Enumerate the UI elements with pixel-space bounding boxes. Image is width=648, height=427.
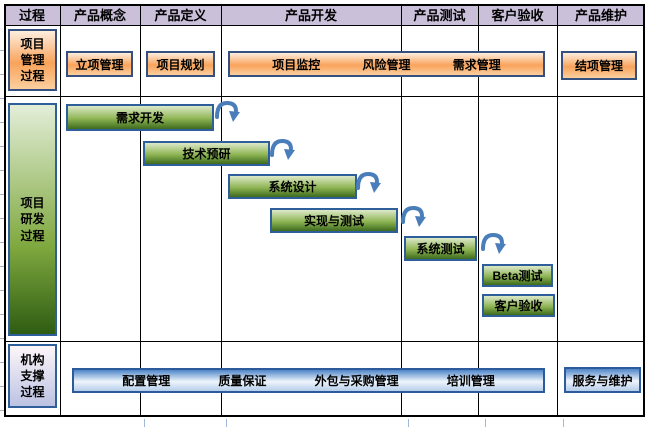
flow-arrow-icon [215, 100, 240, 122]
lane-label-support: 机构支撑过程 [8, 344, 57, 408]
stage-box-tech-preresearch: 技术预研 [143, 141, 270, 166]
gridline-stub-bottom [408, 419, 409, 427]
box-initiation-mgmt: 立项管理 [66, 51, 133, 77]
column-header-testing: 产品测试 [413, 8, 466, 23]
column-header-development: 产品开发 [284, 8, 337, 23]
grid-line [140, 4, 141, 417]
table-outer-border [4, 4, 645, 417]
column-header-acceptance: 客户验收 [491, 8, 544, 23]
box-service-maintenance: 服务与维护 [564, 367, 641, 393]
bar-support-processes: 配置管理 质量保证 外包与采购管理 培训管理 [72, 368, 545, 393]
lane-label-development: 项目研发过程 [8, 103, 57, 336]
grid-line [4, 341, 645, 342]
flow-arrow-icon [401, 205, 426, 227]
grid-line [221, 4, 222, 417]
grid-line [478, 4, 479, 417]
flow-arrow-icon [356, 171, 381, 193]
box-closure-mgmt: 结项管理 [561, 51, 637, 80]
grid-line [60, 4, 61, 417]
stage-box-implementation-testing: 实现与测试 [270, 208, 398, 233]
gridline-stubs-left [0, 27, 4, 415]
bar-label-training: 培训管理 [446, 374, 495, 388]
grid-line [557, 4, 558, 417]
flow-arrow-icon [481, 232, 506, 254]
box-project-planning: 项目规划 [146, 51, 215, 77]
grid-line [4, 25, 645, 26]
bar-label-requirement: 需求管理 [452, 57, 501, 72]
bar-label-monitoring: 项目监控 [272, 57, 321, 72]
stage-box-customer-acceptance: 客户验收 [482, 294, 555, 317]
column-header-process: 过程 [18, 8, 45, 23]
bar-label-risk: 风险管理 [362, 57, 411, 72]
stage-box-system-design: 系统设计 [228, 174, 357, 199]
grid-line [4, 96, 645, 97]
flow-arrow-icon [270, 138, 295, 160]
grid-line [401, 4, 402, 417]
gridline-stub-bottom [226, 419, 227, 427]
stage-box-beta-testing: Beta测试 [482, 264, 553, 287]
stage-box-requirements-development: 需求开发 [66, 104, 214, 131]
column-header-maintenance: 产品维护 [574, 8, 627, 23]
bar-project-monitoring: 项目监控 风险管理 需求管理 [228, 51, 545, 77]
bar-label-configuration: 配置管理 [122, 374, 171, 388]
gridline-stub-bottom [144, 419, 145, 427]
bar-label-outsourcing: 外包与采购管理 [314, 374, 399, 388]
gridline-stub-bottom [563, 419, 564, 427]
column-header-concept: 产品概念 [73, 8, 126, 23]
lane-label-management: 项目管理过程 [8, 29, 57, 91]
column-header-definition: 产品定义 [154, 8, 207, 23]
gridline-stub-bottom [485, 419, 486, 427]
stage-box-system-testing: 系统测试 [404, 236, 477, 261]
bar-label-quality: 质量保证 [218, 374, 267, 388]
header-row-background [4, 4, 645, 25]
